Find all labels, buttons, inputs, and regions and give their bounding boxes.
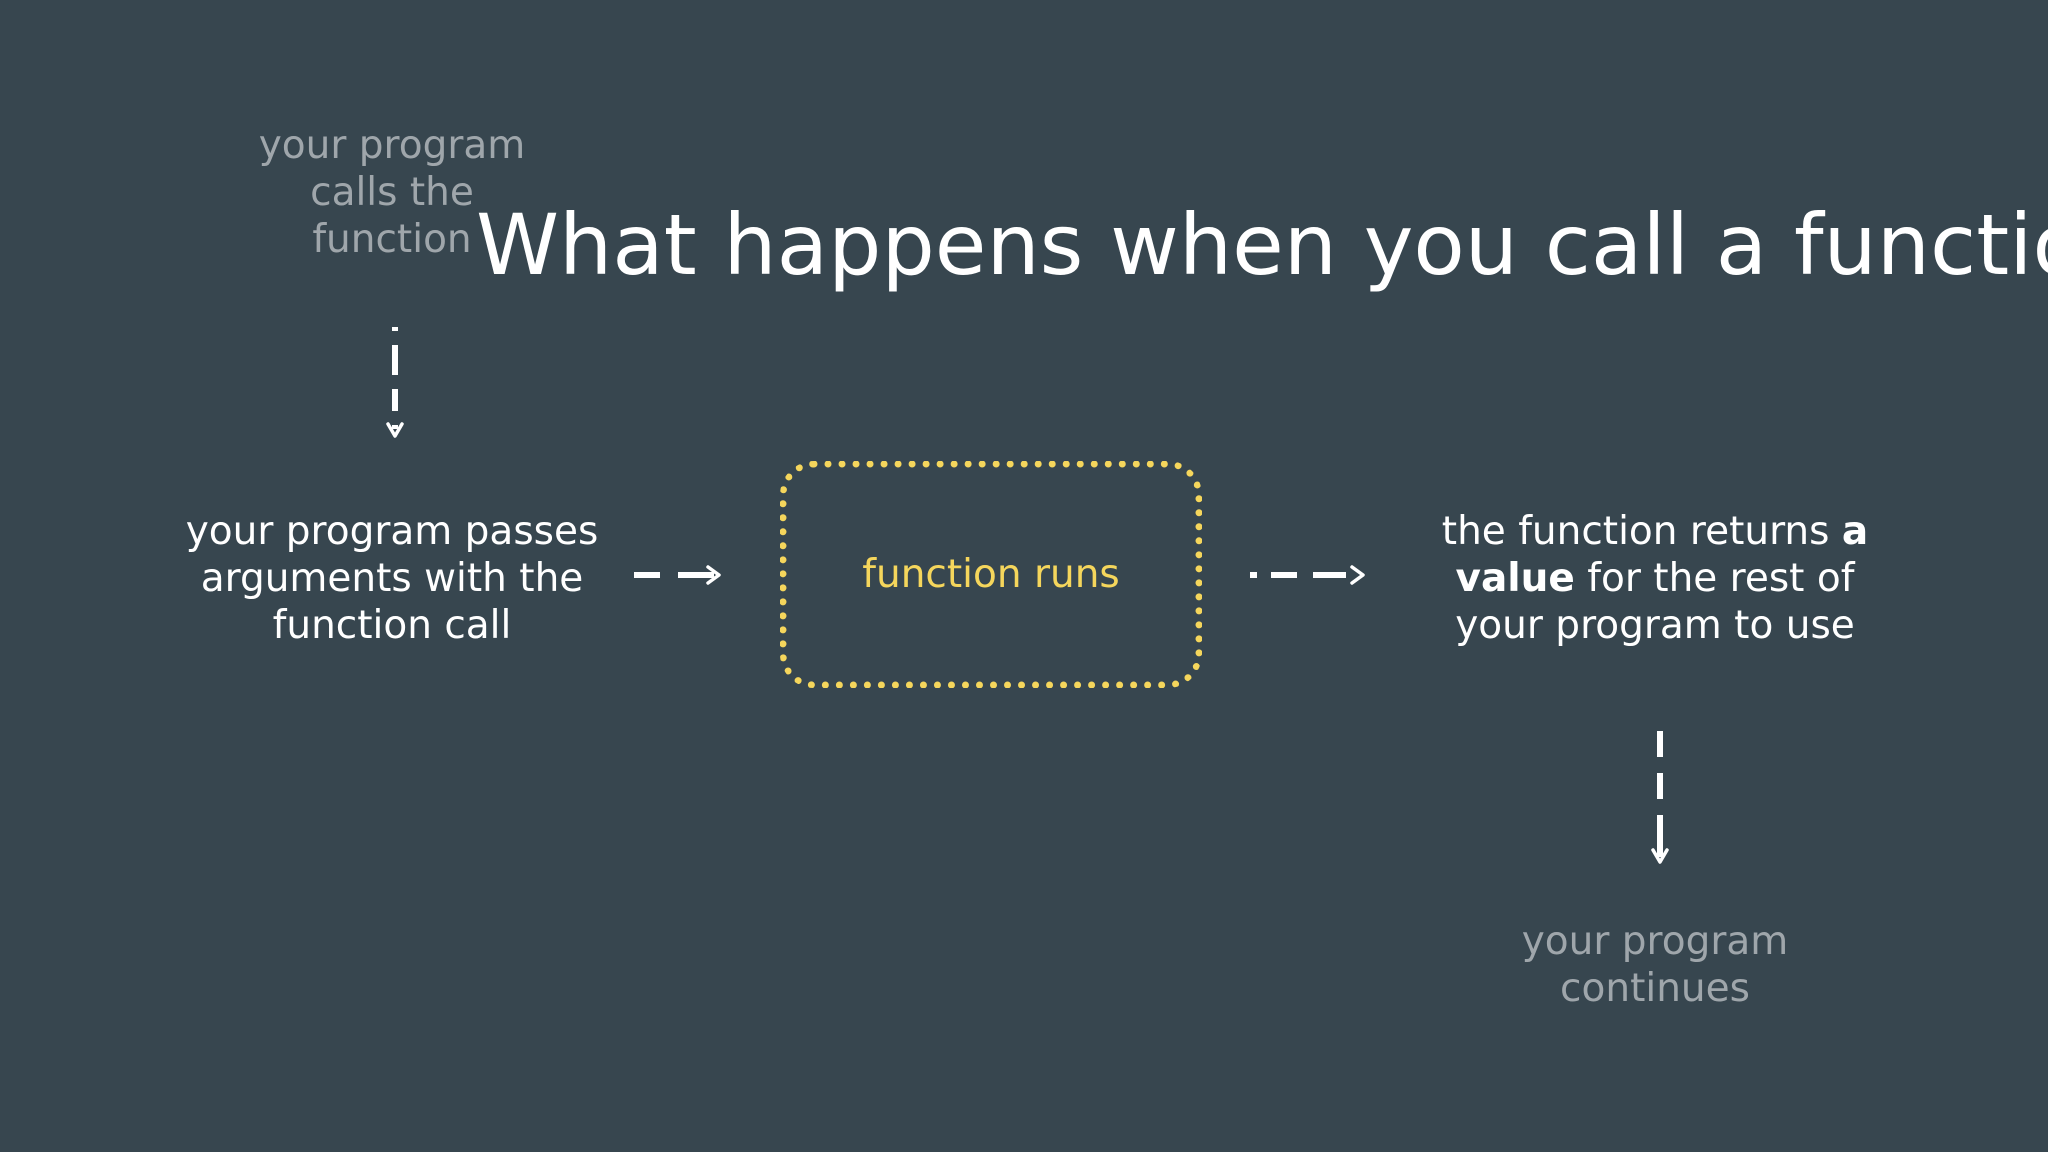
arrow-down-icon [1651, 731, 1669, 864]
returns-text-end: for the rest of your program to use [1455, 556, 1855, 648]
arrow-right-icon [634, 565, 721, 585]
step-program-continues-text: your program continues [1521, 919, 1789, 1011]
step-pass-arguments-text: your program passes arguments with the f… [185, 509, 599, 648]
returns-bold-value: value [1455, 556, 1575, 601]
step-start-text: your program calls the function [258, 123, 526, 262]
arrow-right-icon [1250, 565, 1365, 585]
returns-text-start: the function returns [1441, 509, 1842, 554]
step-returns-value-text: the function returns a value for the res… [1426, 508, 1884, 649]
arrow-down-icon [386, 327, 404, 438]
diagram-title: What happens when you call a function [476, 196, 2048, 294]
returns-bold-a: a [1841, 509, 1869, 554]
function-runs-box: function runs [780, 461, 1202, 688]
function-runs-label: function runs [862, 552, 1120, 597]
